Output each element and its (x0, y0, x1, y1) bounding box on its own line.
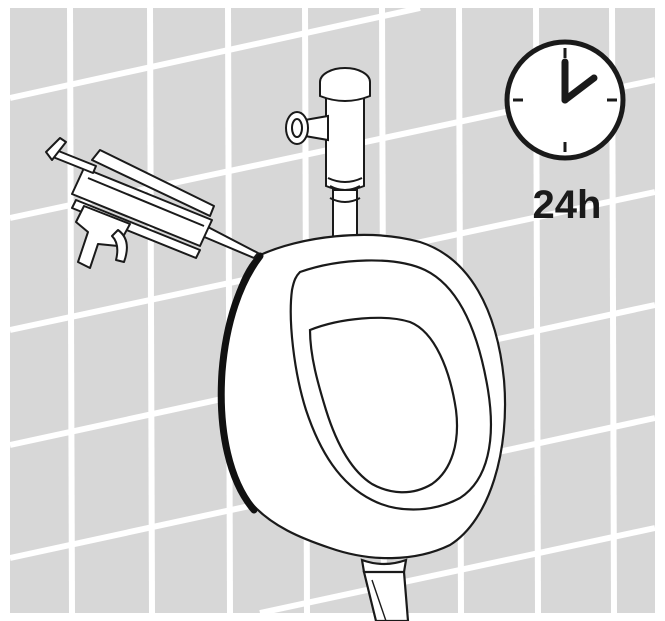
sealant-bead (217, 252, 264, 514)
gun-plunger-grip (45, 137, 67, 161)
urinal (220, 233, 507, 621)
grout-vertical (67, 7, 75, 614)
clock-icon (504, 39, 626, 161)
gun-cartridge (71, 167, 213, 247)
gun-handle-body (75, 205, 131, 269)
caulking-gun-icon (45, 137, 259, 269)
gun-frame (91, 149, 215, 217)
clock-minute-hand (561, 74, 598, 104)
valve-body (325, 97, 365, 191)
valve-cap-side (319, 82, 371, 102)
grout-horizontal (259, 525, 656, 616)
drain-pipe-line (371, 579, 387, 621)
curing-time-label: 24h (533, 183, 602, 227)
valve-ring (329, 185, 361, 191)
valve-ring (327, 177, 363, 183)
wall-flange-inner (291, 118, 303, 138)
gun-trigger (111, 229, 128, 263)
gun-cartridge-line (87, 177, 205, 227)
drain-pipe (362, 570, 410, 621)
valve-ring (329, 197, 361, 203)
urinal-rim (289, 259, 493, 511)
grout-vertical (147, 7, 155, 614)
grout-horizontal (9, 5, 421, 101)
urinal-basin (308, 316, 459, 494)
